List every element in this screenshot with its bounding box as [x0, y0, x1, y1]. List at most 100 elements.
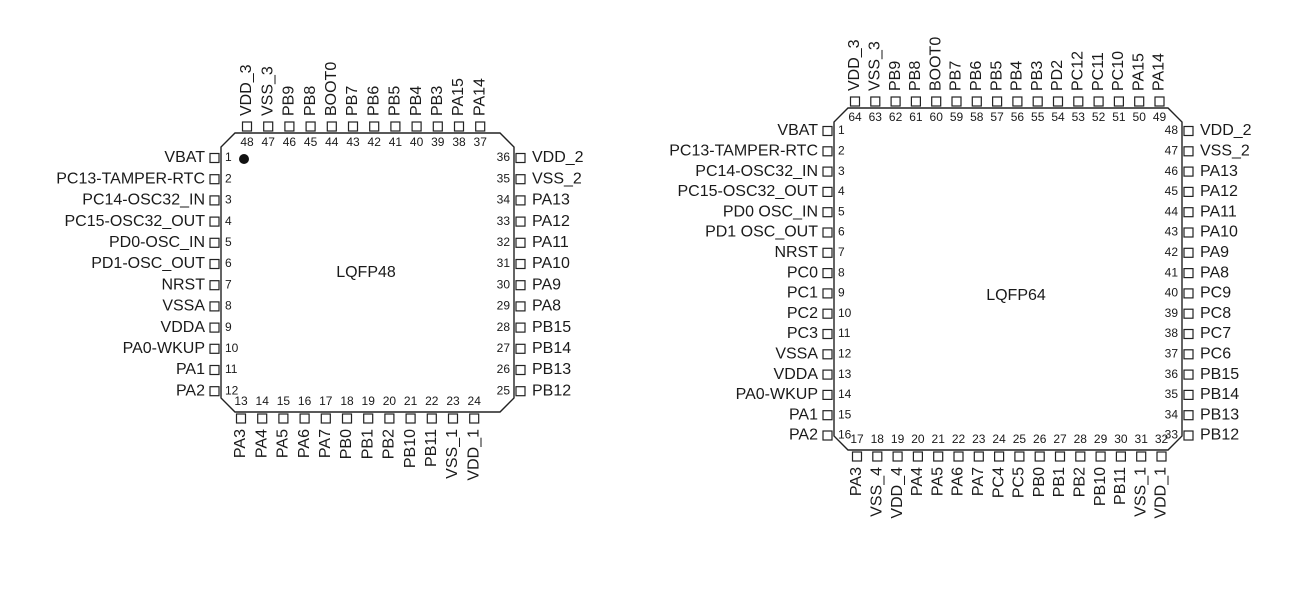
pin-number: 9 [838, 286, 845, 300]
pin-pad [405, 413, 416, 424]
pin-label: PB11 [1112, 467, 1129, 505]
package-name: LQFP64 [986, 287, 1046, 304]
pin-pad [363, 413, 374, 424]
pin-pad [822, 430, 833, 441]
pin-number: 34 [497, 193, 511, 207]
pin-number: 53 [1072, 110, 1086, 124]
pin-label: BOOT0 [927, 37, 944, 91]
pin-label: VDD_3 [238, 64, 255, 116]
pin-number: 8 [838, 265, 845, 279]
pin-label: PA0-WKUP [736, 386, 818, 403]
pin-label: VDD_1 [465, 429, 482, 481]
pin-pad [515, 364, 526, 376]
pin-label: PC5 [1011, 467, 1028, 498]
pin-pad [209, 258, 220, 270]
pin-pad [515, 386, 526, 397]
pin-number: 7 [225, 277, 232, 291]
pin-pad [1183, 268, 1194, 279]
pin-number: 3 [225, 193, 232, 207]
pin-label: PB14 [532, 340, 571, 357]
pin-pad [209, 152, 220, 164]
pin-pad [971, 96, 982, 107]
pin-pad [1115, 451, 1127, 462]
pin-pad [278, 413, 289, 424]
pin-number: 62 [889, 110, 903, 124]
pin-number: 55 [1031, 110, 1045, 124]
pin-pad [390, 121, 401, 132]
pin-pad [822, 288, 833, 299]
pin-number: 30 [497, 277, 511, 291]
pin-pad [822, 146, 833, 157]
pin-pad [1183, 186, 1194, 197]
pin-label: PB6 [365, 86, 382, 116]
pin-pad [1183, 308, 1194, 319]
pin-number: 15 [838, 407, 852, 421]
pin-number: 27 [497, 341, 511, 355]
pin-label: PC2 [787, 305, 818, 322]
pin-label: PC7 [1200, 325, 1231, 342]
pin-pad [1183, 247, 1194, 258]
pin-pad [822, 166, 833, 177]
package-body [833, 107, 1183, 451]
pin-number: 29 [497, 299, 511, 313]
pin-number: 1 [838, 123, 845, 137]
pin-label: PC6 [1200, 346, 1231, 363]
pin-number: 44 [1165, 204, 1179, 218]
pin-number: 3 [838, 164, 845, 178]
pin-number: 10 [225, 341, 239, 355]
pin-pad [515, 301, 526, 312]
pin-pad [515, 280, 526, 291]
pin-label: VSS_3 [867, 41, 884, 91]
pin-pad [1183, 288, 1194, 299]
pin-number: 4 [838, 184, 845, 198]
pin-pad [299, 413, 310, 424]
pin-number: 1 [225, 150, 232, 164]
pin-label: PB2 [381, 429, 398, 459]
pin-label: PB11 [423, 429, 440, 467]
pin-pad [469, 413, 480, 424]
pin-number: 10 [838, 306, 852, 320]
pin-pad [384, 413, 395, 424]
pin-pad [320, 413, 331, 424]
pin-label: NRST [774, 244, 818, 261]
pin-pad [209, 322, 220, 333]
pin-label: PA1 [176, 361, 205, 378]
pin-pad [1012, 96, 1023, 107]
pin-pad [241, 121, 253, 132]
pin-pad [1183, 369, 1194, 380]
pin-label: PB10 [402, 429, 419, 468]
pin-number: 19 [891, 432, 905, 446]
pin-number: 59 [950, 110, 964, 124]
pin-label: PB7 [948, 61, 965, 91]
pin-number: 19 [362, 394, 376, 408]
pin-pad [1154, 96, 1165, 107]
pin-label: PA12 [532, 213, 570, 230]
pin-number: 42 [368, 135, 382, 149]
pin-pad [284, 121, 295, 132]
pin-number: 40 [410, 135, 424, 149]
pin-number: 35 [1165, 387, 1179, 401]
pin-number: 37 [1165, 346, 1179, 360]
pin-pad [515, 152, 526, 164]
pin-label: PB15 [1200, 366, 1239, 383]
pin-pad [1183, 389, 1194, 400]
pin-number: 12 [838, 346, 852, 360]
pin-number: 31 [497, 256, 511, 270]
pin-label: PB13 [532, 361, 571, 378]
pin-label: PB10 [1092, 467, 1109, 506]
pin-pad [822, 125, 833, 137]
pin-label: PB8 [907, 61, 924, 91]
pin-number: 25 [1013, 432, 1027, 446]
pin-number: 32 [1155, 432, 1169, 446]
pin-label: PC15-OSC32_OUT [678, 183, 819, 200]
pin-pad [822, 308, 833, 319]
pin-number: 57 [990, 110, 1004, 124]
pin-label: PA2 [789, 427, 818, 444]
pin-pad [447, 413, 459, 424]
pin-label: PB4 [408, 86, 425, 116]
pin-label: PB5 [988, 61, 1005, 91]
pin-number: 14 [256, 394, 270, 408]
pin-number: 45 [1165, 184, 1179, 198]
pin-pad [1183, 227, 1194, 238]
pin-label: BOOT0 [323, 62, 340, 116]
